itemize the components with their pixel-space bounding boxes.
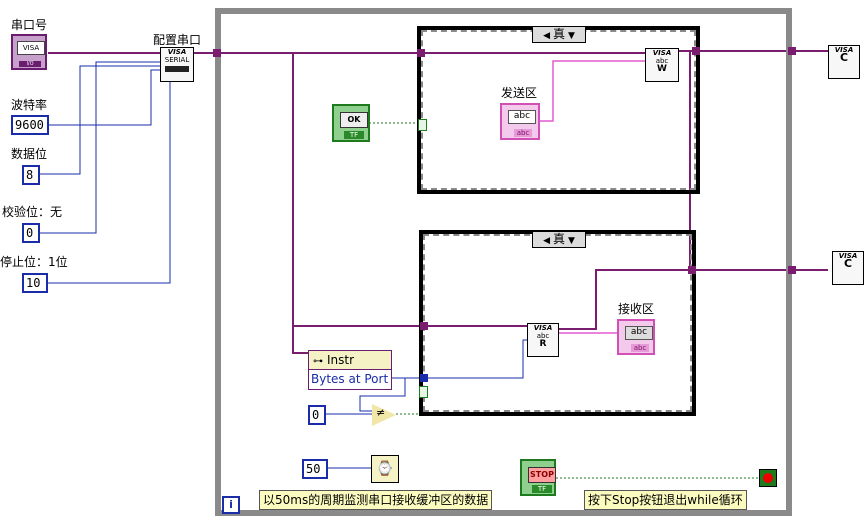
data-bits-label: 数据位 [11, 147, 48, 161]
visa-resource-control[interactable]: VISA I/O [11, 34, 47, 70]
configure-serial-glyph-1: VISA [167, 48, 187, 56]
visa-close-glyph-2: VISA [838, 252, 858, 260]
case-recv-tunnel-in [420, 322, 428, 330]
stop-button-control[interactable]: STOP TF [520, 459, 556, 496]
baud-constant[interactable]: 9600 [11, 115, 49, 135]
visa-close-node-1[interactable]: VISA C [828, 45, 860, 79]
selector-value: 真 [552, 27, 565, 41]
while-loop[interactable] [215, 8, 792, 516]
loop-tunnel-out-2 [788, 266, 796, 274]
visa-close-glyph-1: VISA [834, 46, 854, 54]
case-selector-send[interactable]: ◀真▼ [532, 26, 586, 43]
visa-resource-label: 串口号 [11, 18, 48, 32]
visa-resource-glyph: VISA [17, 41, 45, 55]
send-area-label: 发送区 [501, 86, 538, 100]
case-recv-selector-terminal [419, 386, 428, 398]
case-selector-receive[interactable]: ◀真▼ [532, 231, 586, 248]
selector-left-arrow[interactable]: ◀ [543, 31, 550, 41]
property-node[interactable]: ⊶ Instr Bytes at Port [308, 350, 392, 390]
loop-stop-condition-icon[interactable] [759, 469, 777, 487]
visa-write-node[interactable]: VISA abc W [645, 48, 679, 82]
selector-down-arrow[interactable]: ▼ [568, 236, 575, 246]
send-area-foot: abc [514, 129, 532, 137]
ok-button-foot: TF [344, 131, 364, 139]
stop-dot-icon [763, 473, 773, 483]
parity-label: 校验位：无 [2, 205, 63, 219]
baud-label: 波特率 [11, 98, 48, 112]
visa-resource-foot: I/O [19, 61, 41, 67]
case-send-tunnel-in [417, 49, 425, 57]
stop-button-glyph: STOP [528, 467, 556, 483]
not-equal-icon[interactable] [372, 404, 396, 426]
ok-button-glyph: OK [340, 112, 368, 128]
receive-area-terminal: abc [625, 326, 653, 340]
case-send-tunnel-out [692, 47, 700, 55]
visa-write-glyph: VISA [652, 49, 672, 57]
loop-tunnel-in [213, 49, 221, 57]
case-recv-int-tunnel [420, 374, 428, 382]
ok-button-control[interactable]: OK TF [332, 104, 370, 142]
selector-left-arrow[interactable]: ◀ [543, 236, 550, 246]
stop-button-foot: TF [532, 485, 552, 493]
case-recv-tunnel-out [688, 266, 696, 274]
configure-serial-bar [165, 66, 189, 72]
compare-constant[interactable]: 0 [308, 405, 326, 425]
visa-write-abc: abc [655, 57, 669, 65]
send-area-terminal: abc [508, 110, 536, 124]
selector-value: 真 [552, 232, 565, 246]
stop-bits-constant[interactable]: 10 [22, 273, 48, 293]
property-node-class: Instr [327, 353, 355, 367]
visa-close-letter-1: C [839, 51, 849, 64]
property-node-header: ⊶ Instr [309, 351, 391, 370]
send-area-string-control[interactable]: abc abc [500, 103, 540, 140]
property-node-key-icon: ⊶ [313, 356, 323, 367]
visa-close-node-2[interactable]: VISA C [832, 251, 864, 285]
visa-close-letter-2: C [843, 257, 853, 270]
wait-comment: 以50ms的周期监测串口接收缓冲区的数据 [259, 490, 493, 510]
receive-area-string-indicator[interactable]: abc abc [617, 319, 655, 355]
loop-tunnel-out-1 [788, 47, 796, 55]
iteration-terminal-icon: i [222, 496, 240, 514]
visa-read-letter: R [539, 339, 547, 349]
stop-comment: 按下Stop按钮退出while循环 [584, 490, 747, 510]
data-bits-constant[interactable]: 8 [22, 165, 40, 185]
visa-read-node[interactable]: VISA abc R [527, 323, 559, 357]
receive-area-foot: abc [631, 344, 649, 352]
receive-area-label: 接收区 [618, 302, 655, 316]
wait-ms-constant[interactable]: 50 [302, 459, 328, 479]
configure-serial-node[interactable]: VISA SERIAL [160, 47, 194, 82]
configure-serial-label: 配置串口 [153, 33, 202, 47]
property-node-row[interactable]: Bytes at Port [311, 372, 389, 386]
not-equal-glyph: ≠ [376, 406, 386, 419]
visa-read-abc: abc [536, 332, 550, 340]
parity-constant[interactable]: 0 [22, 223, 40, 243]
visa-write-letter: W [657, 64, 667, 74]
case-send-selector-terminal [418, 119, 427, 131]
stop-bits-label: 停止位：1位 [0, 255, 68, 269]
wait-ms-icon[interactable]: ⌚ [371, 455, 399, 483]
visa-read-glyph: VISA [533, 324, 553, 332]
selector-down-arrow[interactable]: ▼ [568, 31, 575, 41]
configure-serial-glyph-2: SERIAL [164, 56, 190, 64]
